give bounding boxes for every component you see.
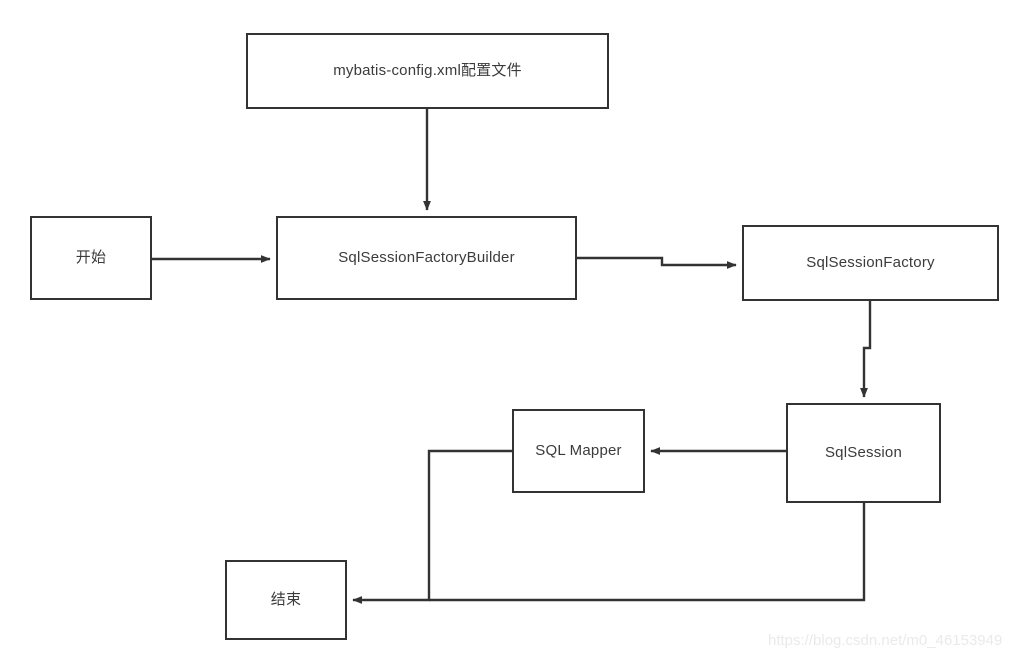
- node-start[interactable]: 开始: [30, 216, 152, 300]
- node-sqlsessionfactory[interactable]: SqlSessionFactory: [742, 225, 999, 301]
- node-sqlsessionfactorybuilder[interactable]: SqlSessionFactoryBuilder: [276, 216, 577, 300]
- edge-builder-to-factory: [577, 256, 737, 269]
- node-sql-mapper-label: SQL Mapper: [535, 441, 622, 459]
- edge-factory-to-session: [860, 301, 872, 398]
- node-sqlsession-label: SqlSession: [824, 443, 903, 461]
- node-end[interactable]: 结束: [225, 560, 347, 640]
- node-sqlsession[interactable]: SqlSession: [786, 403, 941, 503]
- node-start-label: 开始: [75, 248, 107, 266]
- node-config[interactable]: mybatis-config.xml配置文件: [246, 33, 609, 109]
- edge-mapper-to-end: [352, 449, 512, 604]
- node-sqlsessionfactorybuilder-label: SqlSessionFactoryBuilder: [338, 248, 515, 266]
- edge-session-to-end: [429, 503, 866, 602]
- node-sqlsessionfactory-label: SqlSessionFactory: [806, 253, 935, 271]
- node-config-label: mybatis-config.xml配置文件: [333, 61, 522, 79]
- node-sql-mapper[interactable]: SQL Mapper: [512, 409, 645, 493]
- node-end-label: 结束: [270, 590, 302, 608]
- watermark: https://blog.csdn.net/m0_46153949: [768, 632, 1003, 649]
